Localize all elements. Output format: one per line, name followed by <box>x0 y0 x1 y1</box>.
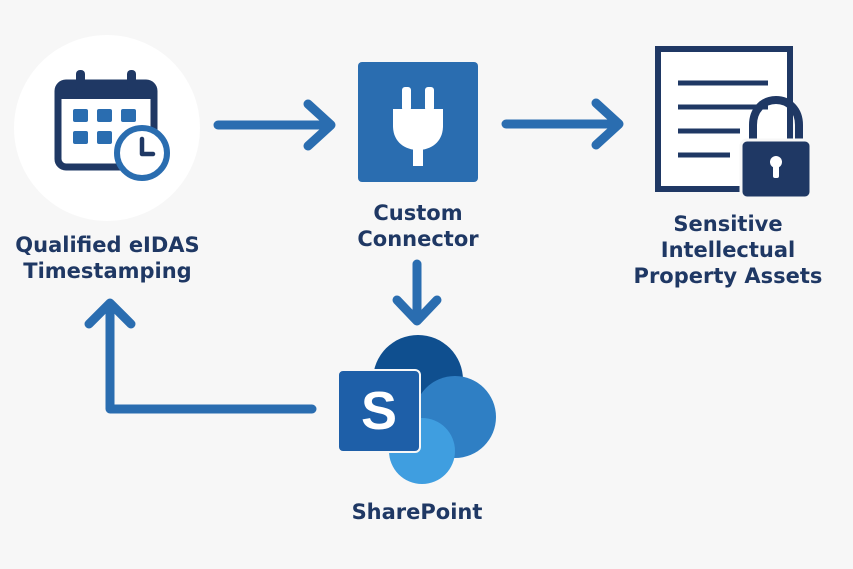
sharepoint-logo-icon: S <box>337 335 496 484</box>
document-lock-icon <box>655 46 813 200</box>
plug-icon <box>358 62 478 182</box>
label-timestamping: Qualified eIDAS Timestamping <box>15 233 200 283</box>
arrow-sharepoint-to-timestamping <box>84 298 317 414</box>
calendar-clock-icon <box>14 35 200 221</box>
label-connector: Custom Connector <box>357 201 479 251</box>
arrow-connector-to-sharepoint <box>392 259 442 326</box>
arrow-timestamping-to-connector <box>213 99 336 151</box>
sharepoint-logo-letter: S <box>361 381 397 441</box>
label-assets: Sensitive Intellectual Property Assets <box>633 212 823 288</box>
label-sharepoint: SharePoint <box>351 500 483 524</box>
arrow-connector-to-assets <box>501 98 624 150</box>
